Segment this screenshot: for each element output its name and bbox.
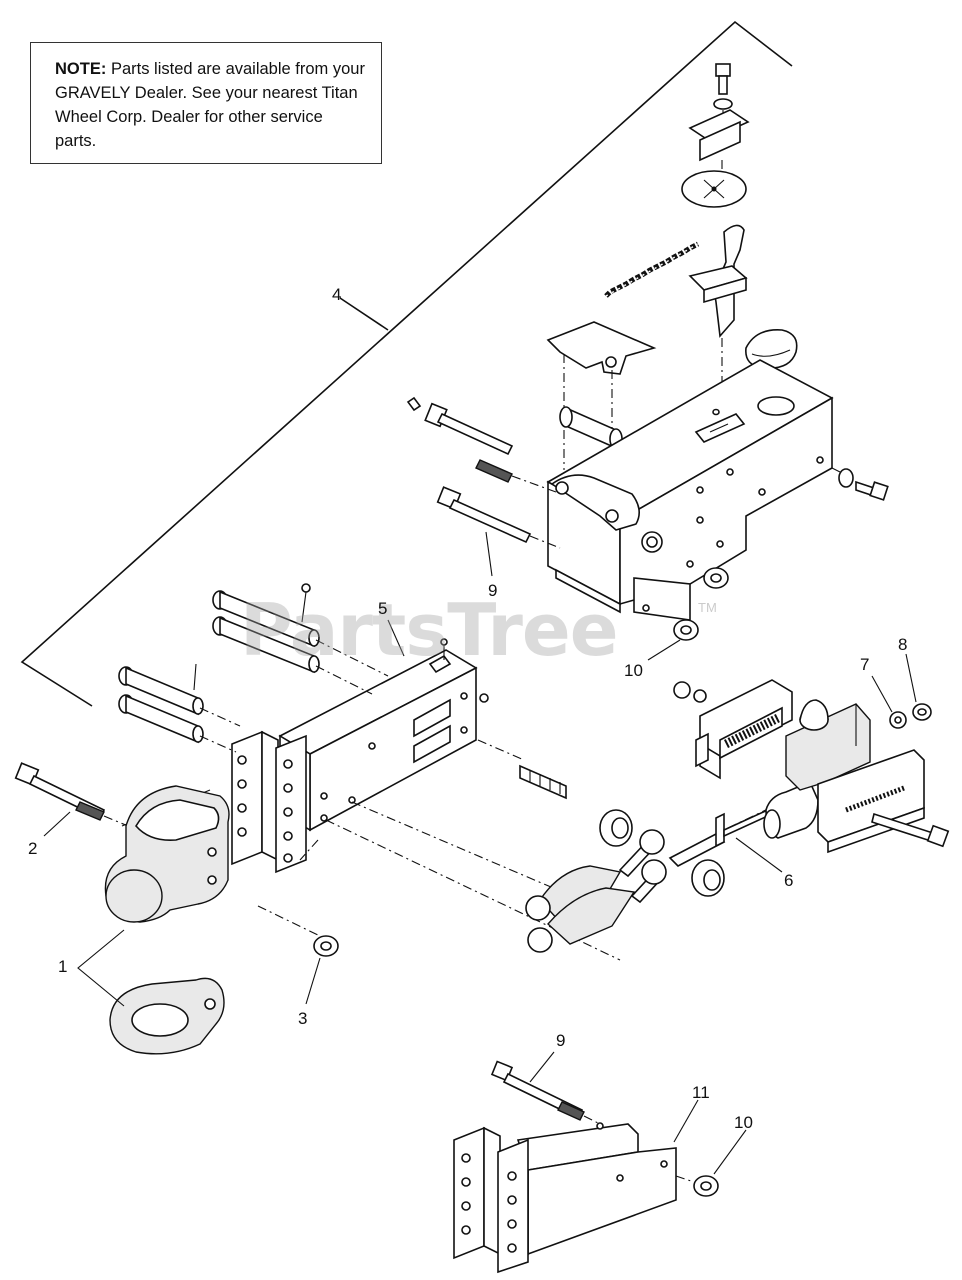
callout-4: 4 (332, 285, 342, 304)
latch-handle (688, 224, 748, 396)
damper-links (525, 809, 725, 953)
note-body: Parts listed are available from your GRA… (55, 60, 365, 150)
hitch-pins (118, 583, 389, 753)
bumper-cap (745, 329, 798, 369)
callout-9-lower: 9 (556, 1031, 566, 1050)
brake-rod (668, 806, 773, 867)
callout-10-lower: 10 (734, 1113, 753, 1132)
washer-7 (889, 711, 907, 729)
callout-1: 1 (58, 957, 68, 976)
top-bolt (688, 63, 750, 172)
housing-nuts (673, 567, 729, 641)
bottom-nut-10 (675, 1175, 719, 1197)
hitch-head (104, 785, 230, 923)
master-cylinder (763, 699, 871, 839)
spring-pin (519, 764, 567, 800)
sleeve-tube (559, 406, 623, 450)
watermark-trademark: TM (698, 600, 717, 615)
callout-10-upper: 10 (624, 661, 643, 680)
callout-2: 2 (28, 839, 38, 858)
nut-3 (257, 905, 339, 957)
bottom-bracket-11 (453, 1122, 677, 1274)
upper-bolts (406, 396, 561, 549)
leader-lines (43, 531, 917, 1175)
bottom-bolt-9 (490, 1060, 601, 1125)
assembly-bracket (20, 20, 793, 707)
side-plate-right (817, 749, 950, 854)
coupler-housing (546, 359, 834, 621)
side-bolt-right (831, 467, 889, 501)
callout-11: 11 (692, 1083, 710, 1102)
note-box: NOTE: Parts listed are available from yo… (30, 42, 382, 164)
nut-8 (912, 703, 932, 721)
callout-5: 5 (378, 599, 388, 618)
mounting-plates (231, 730, 307, 874)
callout-9-upper: 9 (488, 581, 498, 600)
callout-8: 8 (898, 635, 908, 654)
note-heading: NOTE: (55, 60, 107, 78)
lunette-eye (109, 977, 225, 1055)
callout-6: 6 (784, 871, 794, 890)
round-plate (681, 170, 747, 208)
callout-7: 7 (860, 655, 870, 674)
callout-3: 3 (298, 1009, 308, 1028)
spring-bracket (673, 679, 793, 780)
bolt-2 (14, 762, 211, 827)
chain (604, 241, 700, 298)
